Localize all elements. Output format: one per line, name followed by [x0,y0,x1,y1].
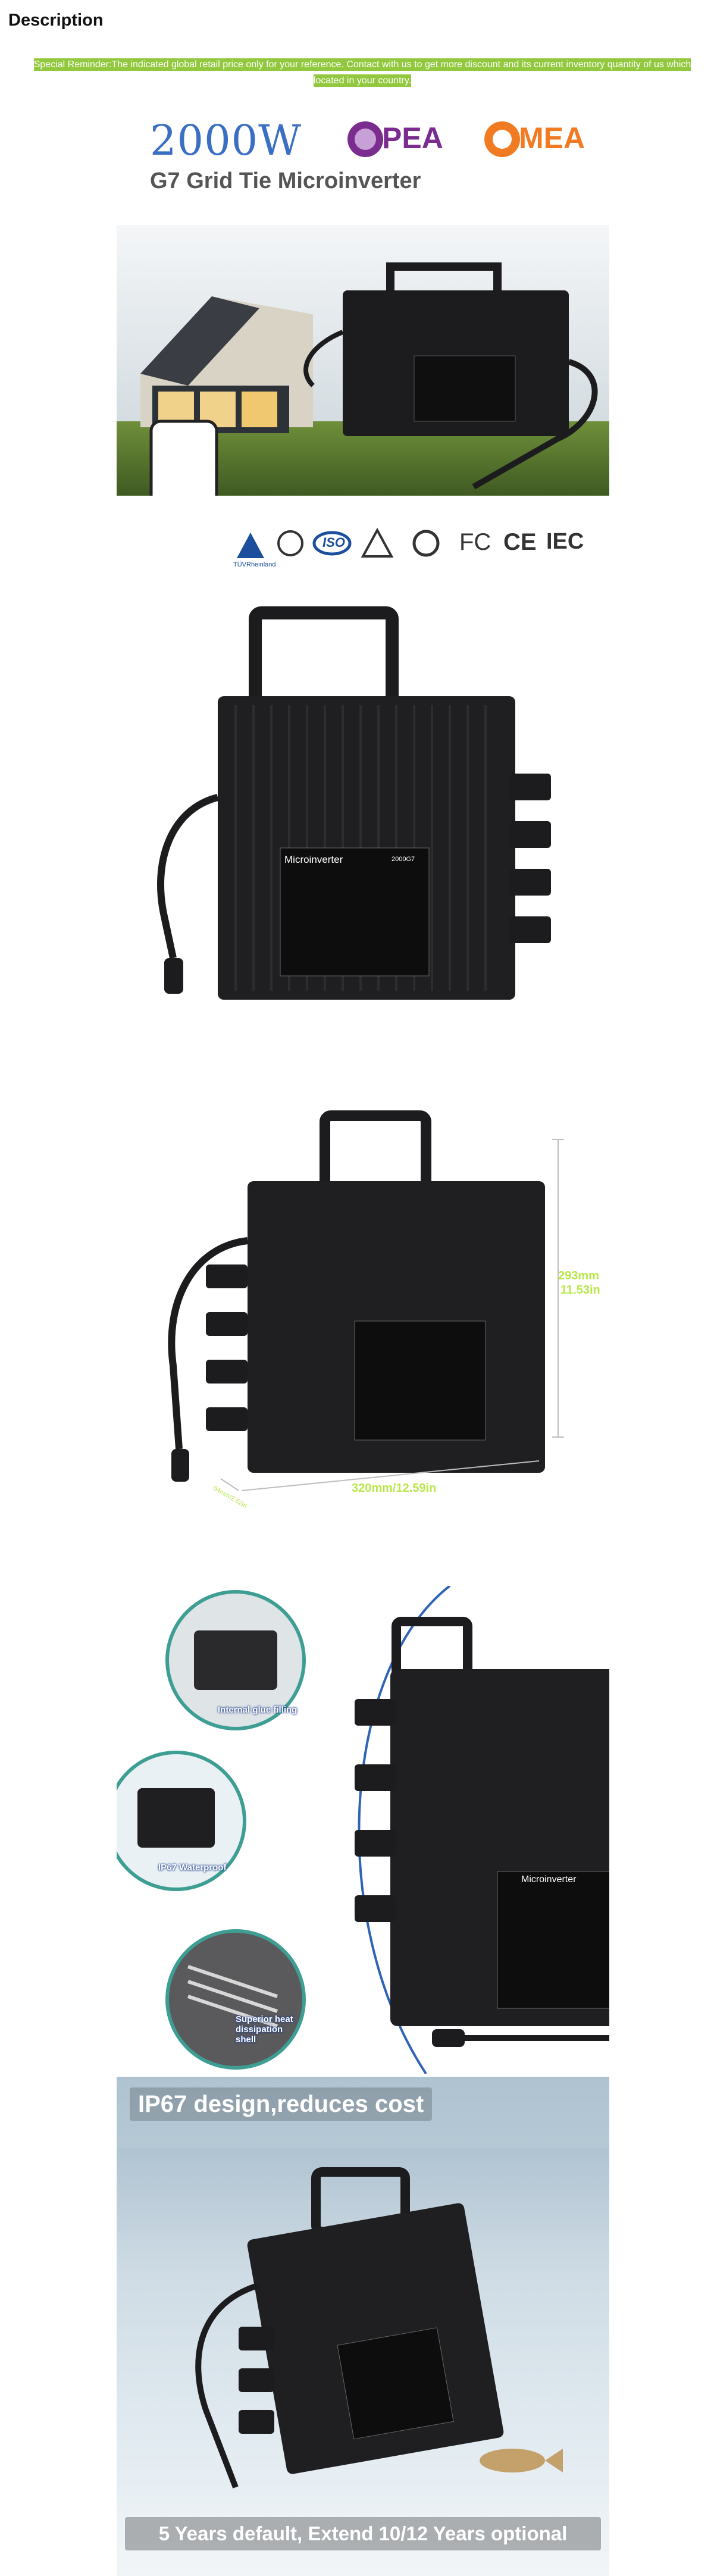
ip67-panel: IP67 design,reduces cost 5 Years default… [117,2077,609,2576]
certification-badges [236,525,593,567]
ip67-headline: IP67 design,reduces cost [130,2087,433,2121]
pea-logo [345,118,458,163]
product-photo-panel: Microinverter 2000G7 [117,601,609,1077]
feature-label-brand: Microinverter [521,1874,577,1885]
features-panel: Internal glue filling IP67 Waterproof Su… [117,1586,609,2074]
special-reminder: Special Reminder:The indicated global re… [33,58,691,87]
callout-glue: Internal glue filling [218,1705,298,1715]
warranty-banner: 5 Years default, Extend 10/12 Years opti… [125,2517,601,2550]
height-dimension: 293mm [558,1269,599,1282]
dimensions-panel: 293mm 11.53in 320mm/12.59in 64mm/2.52in [117,1104,609,1568]
width-dimension: 320mm/12.59in [352,1482,437,1495]
ce-text: CE [503,529,537,555]
mea-logo [482,118,524,163]
callout-heat: Superior heat dissipation shell [236,2014,293,2045]
pea-logo-text: PEA [382,121,443,155]
label-brand: Microinverter [284,854,343,865]
product-title: G7 Grid Tie Microinverter [150,168,421,193]
label-model: 2000G7 [392,856,415,863]
iso-text: ISO [322,535,345,550]
iec-text: IEC [546,529,584,554]
fc-text: FC [459,529,491,555]
power-rating: 2000W [150,116,302,165]
page-title: Description [8,11,104,30]
callout-ip67: IP67 Waterproof [158,1863,227,1873]
banner-panel: 2000W G7 Grid Tie Microinverter PEA MEA [117,103,609,579]
product-scene-image [117,225,609,557]
mea-logo-text: MEA [519,121,585,155]
height-dimension-in: 11.53in [560,1284,600,1297]
tuv-text: TÜVRheinland [233,561,276,568]
